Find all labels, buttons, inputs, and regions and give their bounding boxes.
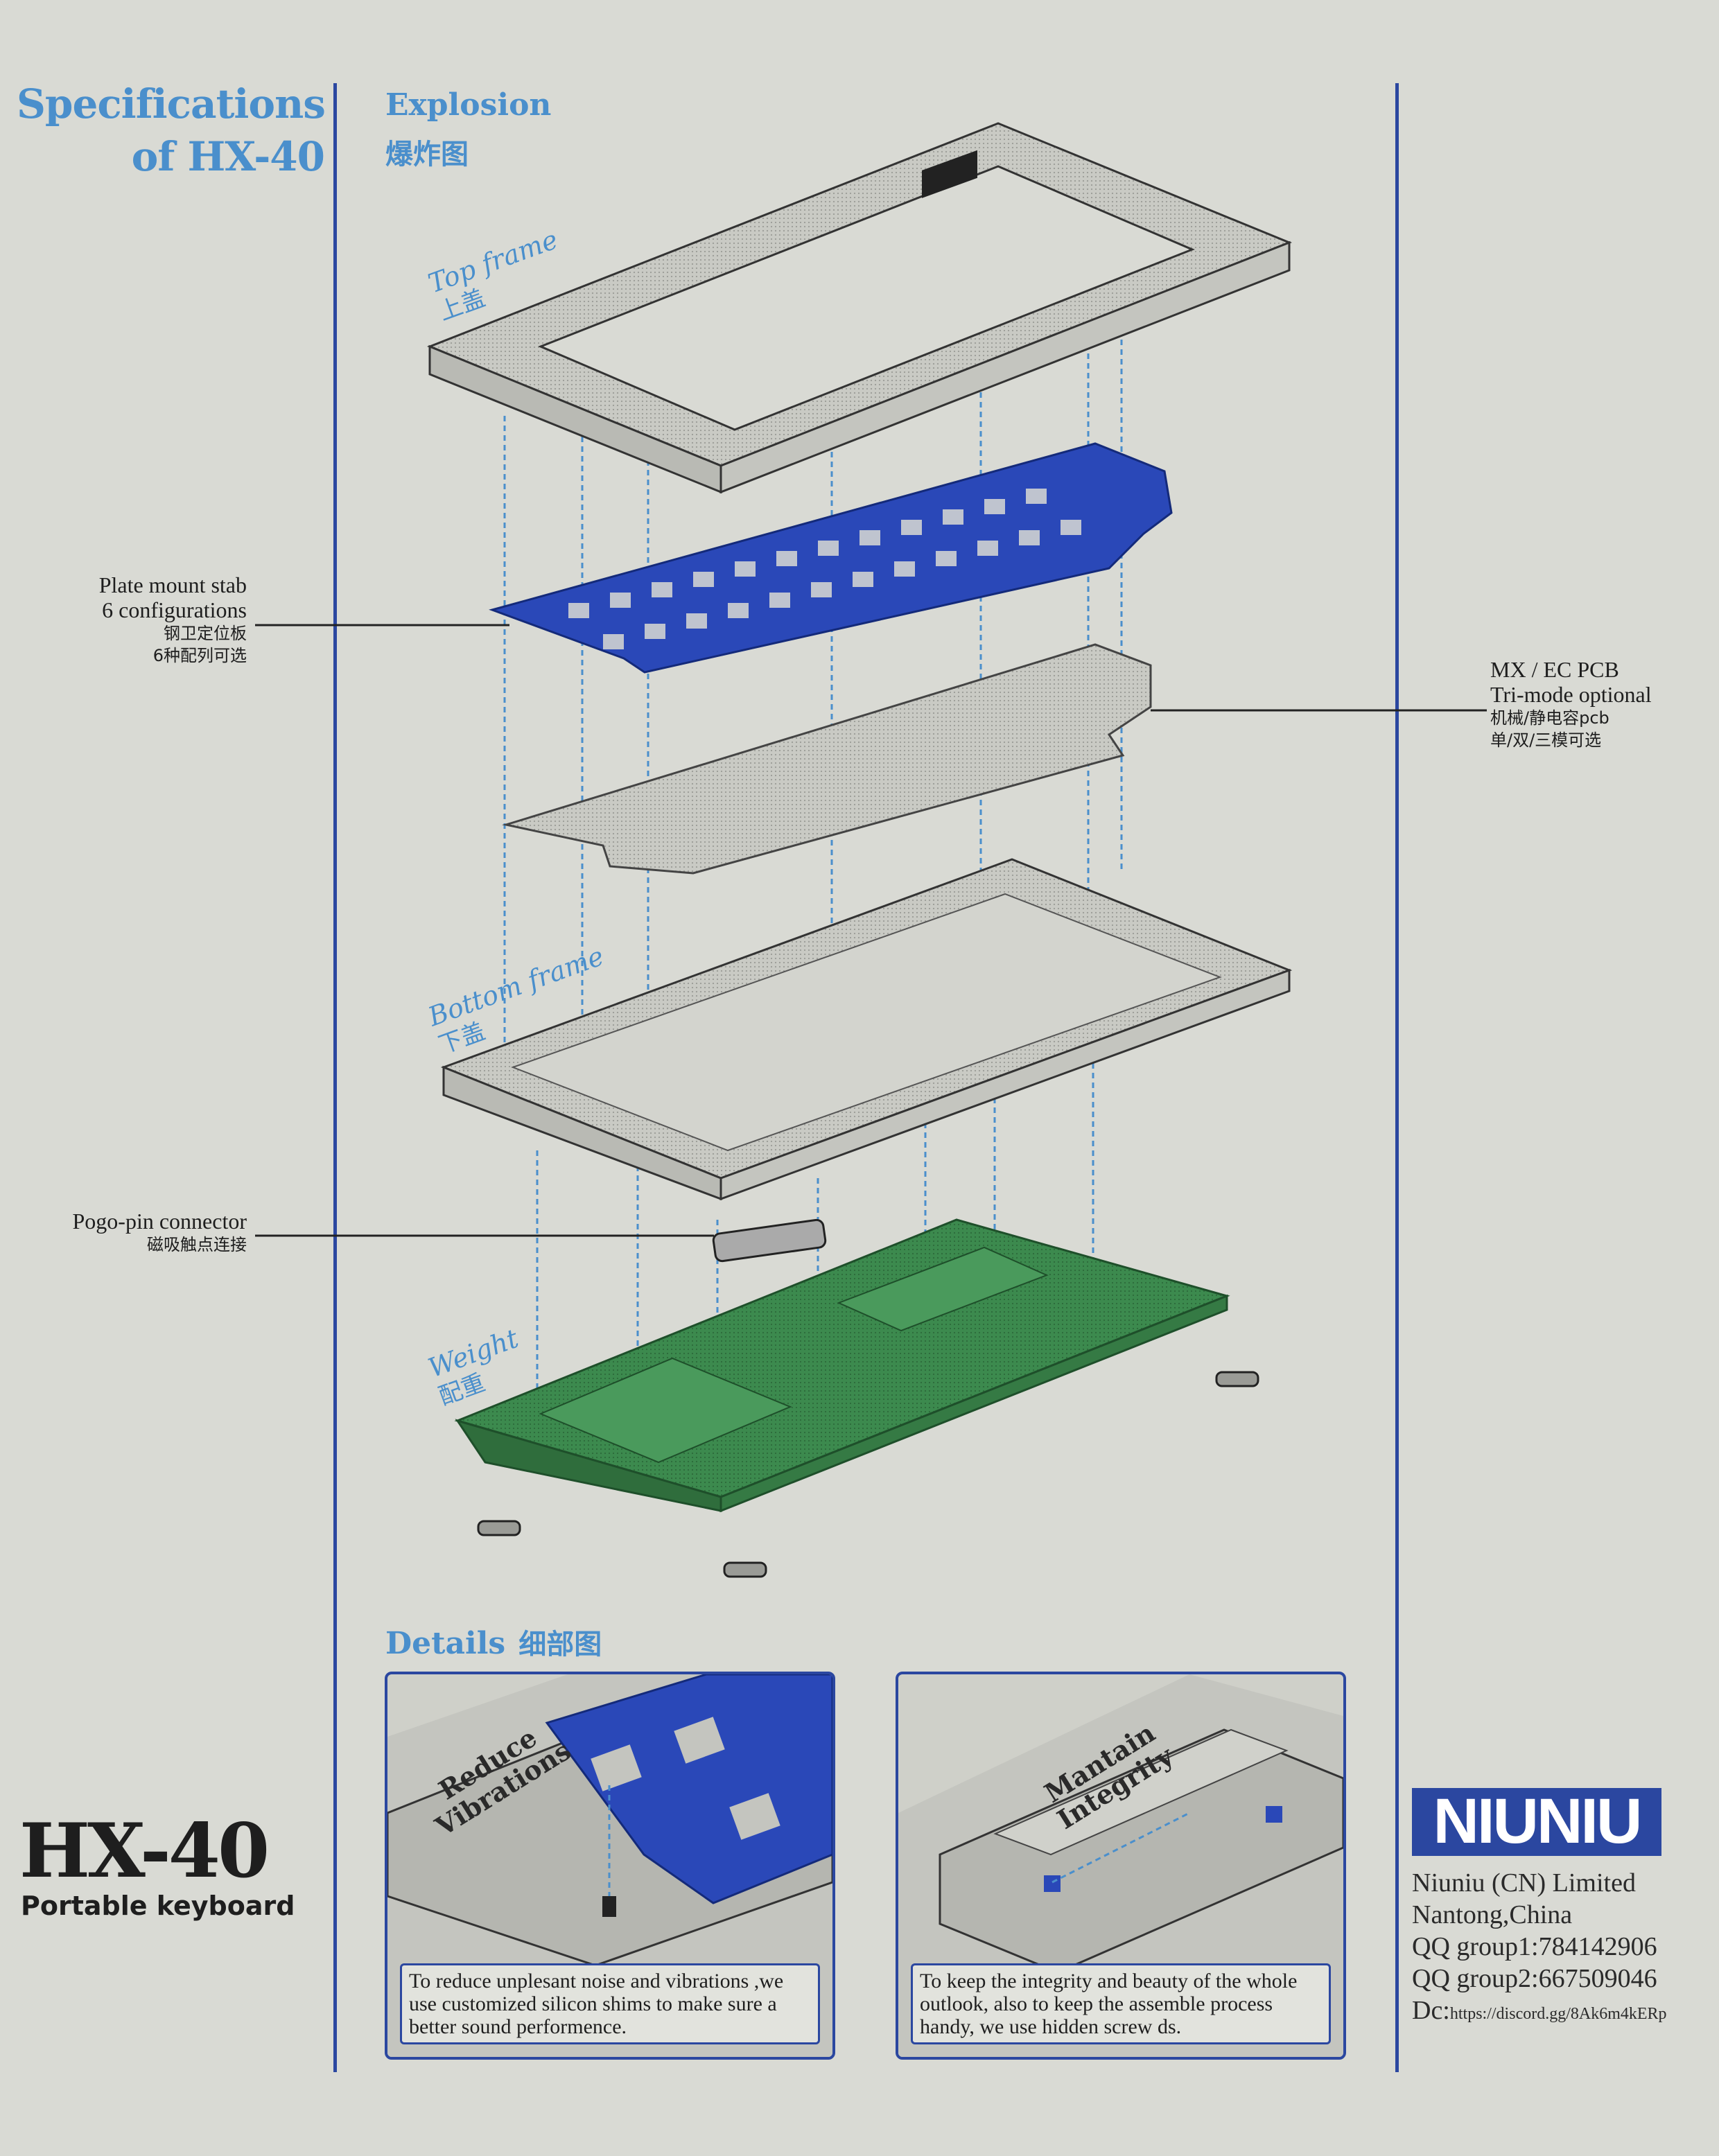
company-location: Nantong,China — [1412, 1900, 1573, 1929]
detail-reduce-vibrations: Reduce Vibrations To reduce unplesant no… — [385, 1672, 835, 2060]
discord-label: Dc: — [1412, 1996, 1450, 2025]
pogo-connector — [712, 1218, 827, 1263]
spec-title: Specifications of HX-40 — [17, 78, 326, 183]
explosion-heading-cn: 爆炸图 — [385, 139, 469, 170]
explosion-heading: Explosion — [385, 87, 552, 123]
detail-left-illustration — [387, 1674, 832, 2057]
pogo-callout-en: Pogo-pin connector — [72, 1209, 247, 1234]
callout-lines — [255, 624, 1487, 1237]
plate-callout-cn-2: 6种配列可选 — [152, 646, 247, 665]
pcb-callout-cn-2: 单/双/三模可选 — [1490, 730, 1602, 750]
discord-line: Dc:https://discord.gg/8Ak6m4kERp — [1412, 1995, 1717, 2030]
brand-logo: NIUNIU — [1412, 1788, 1661, 1856]
discord-link[interactable]: https://discord.gg/8Ak6m4kERp — [1449, 2005, 1667, 2023]
spec-title-line1: Specifications — [17, 80, 326, 128]
detail-right-illustration — [898, 1674, 1343, 2057]
weight — [454, 1218, 1230, 1513]
details-heading: Details 细部图 — [385, 1622, 602, 1662]
pcb-callout: MX / EC PCB Tri-mode optional 机械/静电容pcb … — [1490, 657, 1712, 751]
company-name: Niuniu (CN) Limited — [1412, 1868, 1636, 1898]
detail-left-caption: To reduce unplesant noise and vibrations… — [400, 1963, 820, 2044]
product-model: HX-40 — [19, 1807, 270, 1895]
plate-callout-cn-1: 钢卫定位板 — [164, 624, 247, 643]
left-divider — [333, 83, 337, 2072]
pogo-callout: Pogo-pin connector 磁吸触点连接 — [14, 1209, 247, 1256]
plate-callout-en-1: Plate mount stab — [98, 572, 247, 597]
feet — [477, 1371, 1259, 1578]
detail-right-caption: To keep the integrity and beauty of the … — [911, 1963, 1331, 2044]
plate — [489, 442, 1173, 674]
pogo-callout-cn: 磁吸触点连接 — [147, 1235, 247, 1254]
company-info: Niuniu (CN) Limited Nantong,China QQ gro… — [1412, 1867, 1717, 2030]
plate-callout: Plate mount stab 6 configurations 钢卫定位板 … — [28, 572, 247, 667]
pcb-callout-cn-1: 机械/静电容pcb — [1490, 708, 1609, 728]
pcb-callout-en-1: MX / EC PCB — [1490, 657, 1619, 682]
detail-maintain-integrity: Mantain Integrity To keep the integrity … — [896, 1672, 1346, 2060]
pcb-callout-en-2: Tri-mode optional — [1490, 682, 1652, 707]
top-frame — [426, 122, 1293, 494]
qq-group-1: QQ group1:784142906 — [1412, 1932, 1657, 1961]
plate-callout-en-2: 6 configurations — [102, 597, 247, 622]
bottom-frame — [440, 858, 1293, 1201]
right-divider — [1395, 83, 1399, 2072]
qq-group-2: QQ group2:667509046 — [1412, 1964, 1657, 1993]
pcb — [502, 643, 1152, 875]
details-heading-cn: 细部图 — [518, 1629, 602, 1660]
details-heading-en: Details — [385, 1626, 506, 1661]
spec-title-line2: of HX-40 — [131, 133, 325, 180]
product-subtitle: Portable keyboard — [21, 1891, 295, 1921]
